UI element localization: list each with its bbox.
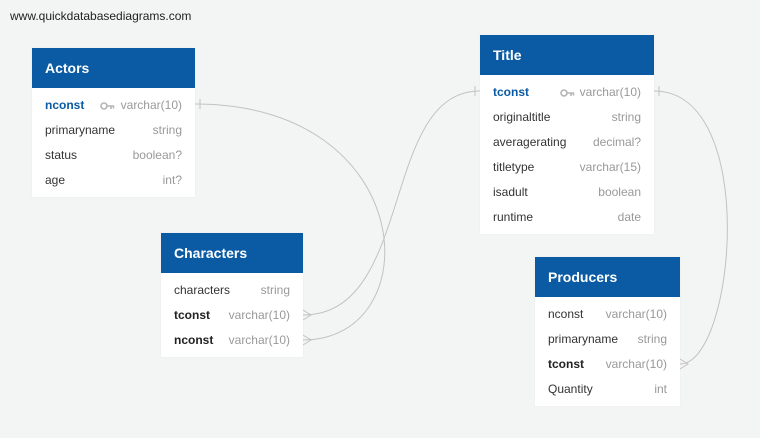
- field-type: varchar(10): [579, 85, 641, 99]
- field-name: tconst: [174, 308, 210, 322]
- field-actors-status[interactable]: status boolean?: [32, 143, 195, 168]
- link-title-producers[interactable]: [653, 90, 728, 365]
- table-producers[interactable]: Producers nconst varchar(10) primaryname…: [535, 257, 680, 406]
- field-name: titletype: [493, 160, 535, 174]
- key-icon: [100, 102, 115, 110]
- field-name: status: [45, 148, 78, 162]
- field-name: runtime: [493, 210, 534, 224]
- field-name: primaryname: [548, 332, 619, 346]
- table-characters[interactable]: Characters characters string tconst varc…: [161, 233, 303, 357]
- field-name: averagerating: [493, 135, 567, 149]
- field-title-isadult[interactable]: isadult boolean: [480, 180, 654, 205]
- field-name: age: [45, 173, 66, 187]
- field-type: varchar(10): [228, 333, 290, 347]
- field-type: boolean?: [132, 148, 182, 162]
- field-name: Quantity: [548, 382, 593, 396]
- field-name: nconst: [548, 307, 584, 321]
- field-type: string: [152, 123, 182, 137]
- field-actors-age[interactable]: age int?: [32, 168, 195, 193]
- field-type: string: [260, 283, 290, 297]
- site-watermark[interactable]: www.quickdatabasediagrams.com: [10, 9, 192, 23]
- table-characters-header[interactable]: Characters: [161, 233, 303, 273]
- field-characters-tconst[interactable]: tconst varchar(10): [161, 303, 303, 328]
- field-name: isadult: [493, 185, 528, 199]
- field-characters-nconst[interactable]: nconst varchar(10): [161, 328, 303, 353]
- field-type: varchar(15): [579, 160, 641, 174]
- field-type: int?: [162, 173, 182, 187]
- table-title[interactable]: Title tconst varchar(10) originaltitle s…: [480, 35, 654, 234]
- table-producers-header[interactable]: Producers: [535, 257, 680, 297]
- field-characters-characters[interactable]: characters string: [161, 278, 303, 303]
- field-producers-nconst[interactable]: nconst varchar(10): [535, 302, 680, 327]
- field-name: tconst: [548, 357, 584, 371]
- table-title-header[interactable]: Title: [480, 35, 654, 75]
- table-actors[interactable]: Actors nconst varchar(10) primaryname st…: [32, 48, 195, 197]
- field-title-originaltitle[interactable]: originaltitle string: [480, 105, 654, 130]
- field-type: string: [611, 110, 641, 124]
- link-title-producers-many-marker: [679, 358, 689, 370]
- field-title-averagerating[interactable]: averagerating decimal?: [480, 130, 654, 155]
- field-actors-nconst[interactable]: nconst varchar(10): [32, 93, 195, 118]
- field-producers-quantity[interactable]: Quantity int: [535, 377, 680, 402]
- field-type: varchar(10): [120, 98, 182, 112]
- link-title-characters[interactable]: [302, 90, 481, 316]
- field-name: tconst: [493, 85, 529, 99]
- field-type: varchar(10): [605, 307, 667, 321]
- field-title-titletype[interactable]: titletype varchar(15): [480, 155, 654, 180]
- field-type: decimal?: [592, 135, 641, 149]
- field-name: primaryname: [45, 123, 116, 137]
- field-type: varchar(10): [228, 308, 290, 322]
- field-type: int: [654, 382, 667, 396]
- field-title-runtime[interactable]: runtime date: [480, 205, 654, 230]
- key-icon: [560, 89, 575, 97]
- table-actors-header[interactable]: Actors: [32, 48, 195, 88]
- field-name: characters: [174, 283, 231, 297]
- field-name: originaltitle: [493, 110, 551, 124]
- link-actors-characters-many-marker: [302, 334, 312, 346]
- field-title-tconst[interactable]: tconst varchar(10): [480, 80, 654, 105]
- field-name: nconst: [45, 98, 85, 112]
- field-type: string: [637, 332, 667, 346]
- field-producers-primaryname[interactable]: primaryname string: [535, 327, 680, 352]
- field-type: boolean: [598, 185, 641, 199]
- link-title-characters-many-marker: [302, 309, 312, 321]
- field-type: varchar(10): [605, 357, 667, 371]
- field-producers-tconst[interactable]: tconst varchar(10): [535, 352, 680, 377]
- field-name: nconst: [174, 333, 214, 347]
- field-type: date: [617, 210, 641, 224]
- link-actors-characters[interactable]: [194, 103, 386, 341]
- field-actors-primaryname[interactable]: primaryname string: [32, 118, 195, 143]
